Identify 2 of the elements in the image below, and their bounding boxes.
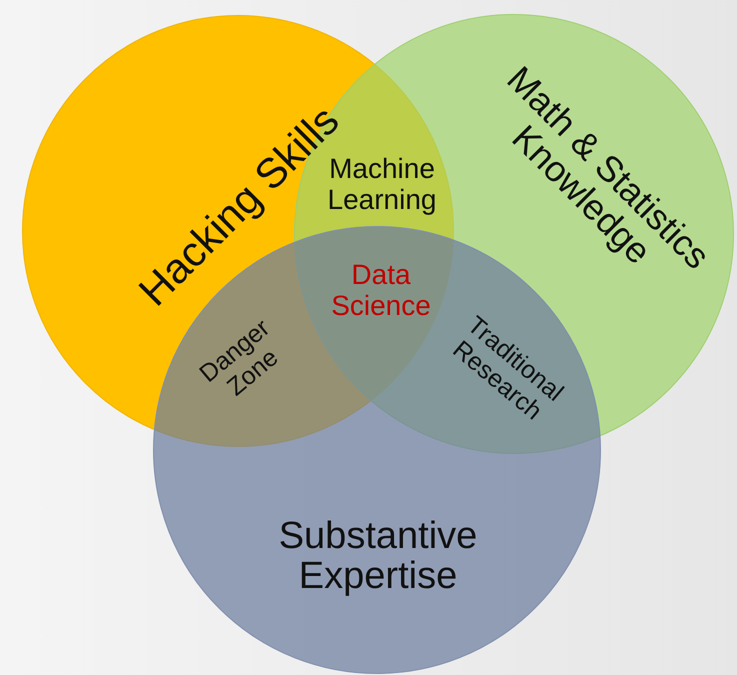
circle-label: Substantive Expertise: [278, 517, 478, 597]
overlap-label: Data Science: [330, 260, 432, 322]
